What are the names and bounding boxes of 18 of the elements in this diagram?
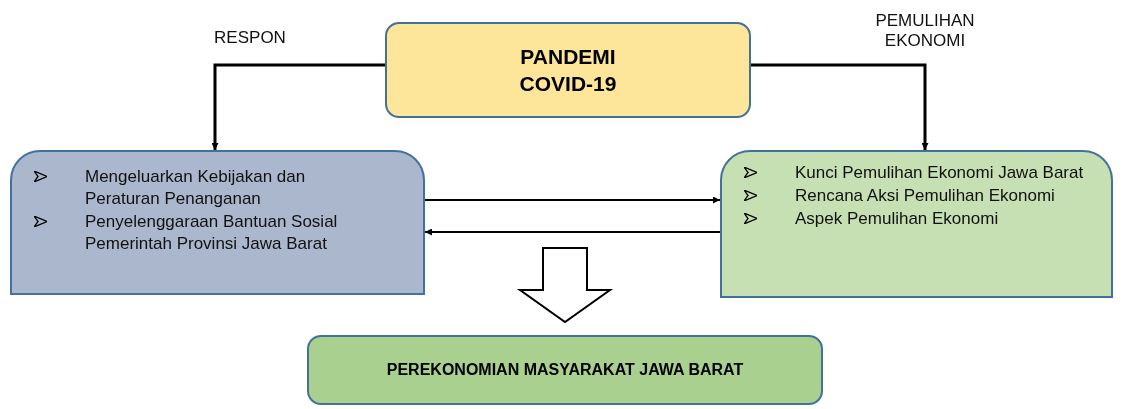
process-box xyxy=(307,335,823,405)
node-title: PANDEMI COVID-19 xyxy=(518,43,618,97)
list-item: Kunci Pemulihan Ekonomi Jawa Barat xyxy=(795,162,1084,184)
arrow xyxy=(751,63,929,150)
edge-label: RESPON xyxy=(213,28,287,49)
list-item: Aspek Pemulihan Ekonomi xyxy=(795,208,999,231)
list-box xyxy=(10,150,425,295)
block-arrow xyxy=(516,247,614,324)
process-box xyxy=(385,22,751,118)
node-title: PEREKONOMIAN MASYARAKAT JAWA BARAT xyxy=(386,359,744,380)
list-item: Rencana Aksi Pemulihan Ekonomi xyxy=(795,185,1055,208)
list-item: Mengeluarkan Kebijakan dan Peraturan Penanganan xyxy=(85,166,307,211)
list-item: Penyelenggaraan Bantuan Sosial Pemerintah Provinsi Jawa Barat xyxy=(85,211,339,256)
arrow xyxy=(211,63,385,150)
list-box xyxy=(720,150,1113,298)
arrow xyxy=(424,228,721,236)
edge-label: PEMULIHAN EKONOMI xyxy=(874,11,976,52)
arrow xyxy=(424,196,721,204)
